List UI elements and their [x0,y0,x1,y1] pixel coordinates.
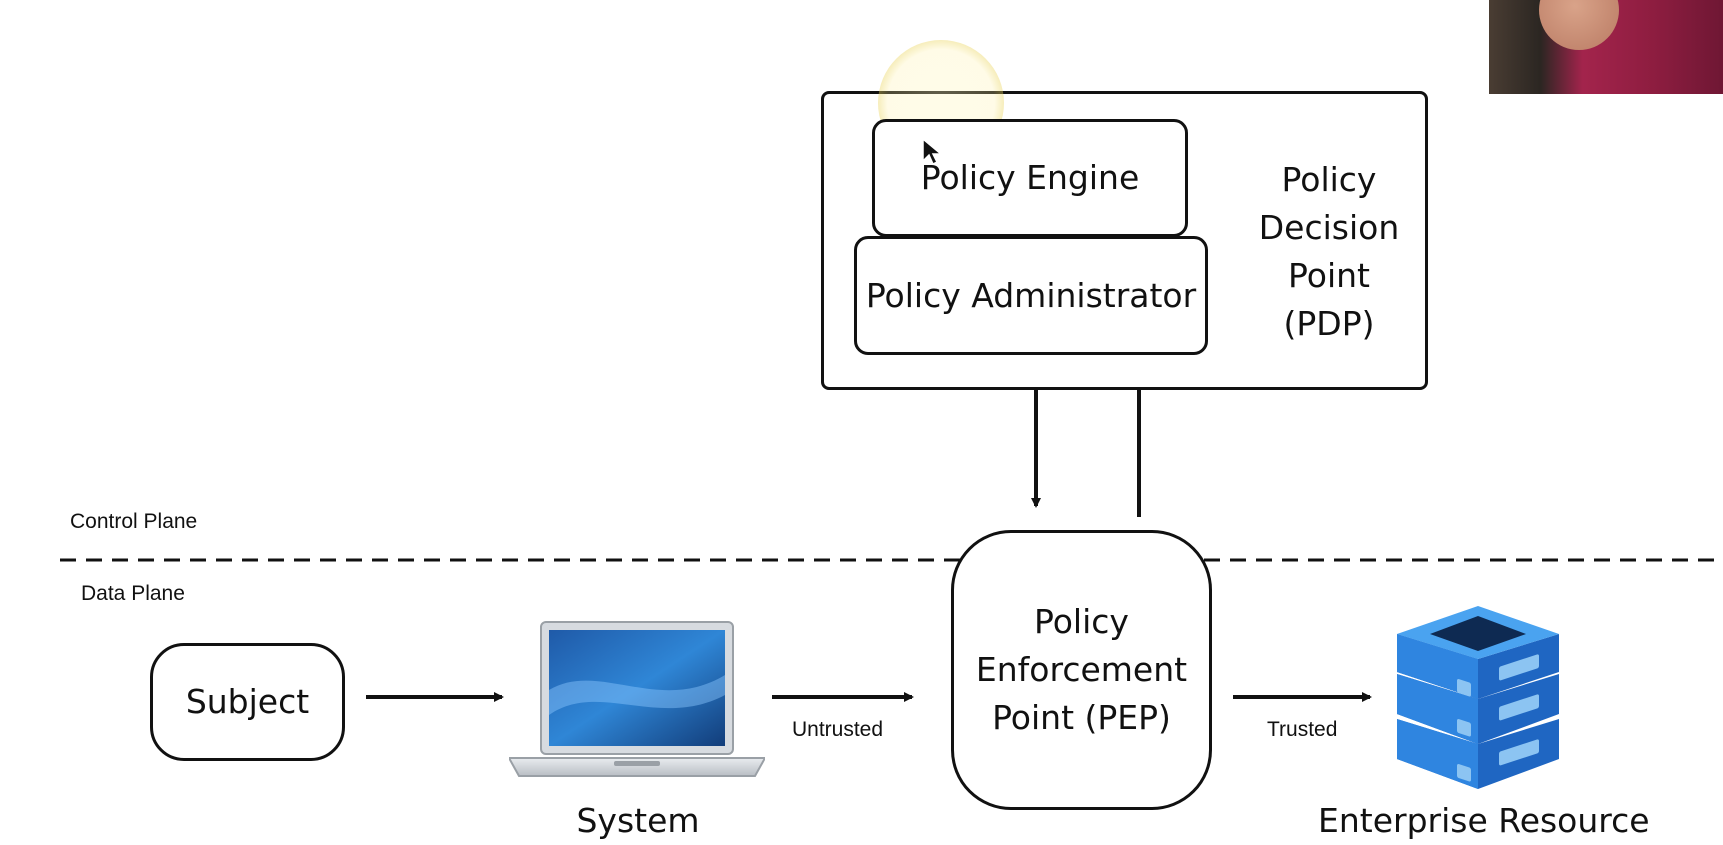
trusted-label: Trusted [1267,718,1338,741]
cursor-arrow-icon [922,137,944,166]
pdp-label-line-2: Decision [1258,207,1400,247]
pep-label-line-1: Policy [1034,602,1129,642]
pep-label-line-2: Enforcement [975,650,1188,690]
control-plane-label: Control Plane [70,510,198,533]
policy-administrator-label: Policy Administrator [865,275,1197,315]
policy-engine-box: Policy Engine [872,119,1188,237]
policy-enforcement-point-box: Policy Enforcement Point (PEP) [951,530,1212,810]
subject-label: Subject [185,682,310,722]
policy-administrator-box: Policy Administrator [854,236,1208,355]
connectors-layer [60,362,1723,702]
data-plane-label: Data Plane [81,582,185,605]
subject-box: Subject [150,643,345,761]
system-label: System [576,801,700,840]
enterprise-resource-label: Enterprise Resource [1318,801,1650,840]
untrusted-label: Untrusted [792,718,884,741]
pep-label-line-3: Point (PEP) [992,697,1171,737]
pdp-label-line-1: Policy [1281,160,1377,199]
database-server-icon [1397,606,1559,789]
laptop-icon [509,621,765,777]
pdp-label-line-3: Point [1288,255,1370,295]
policy-engine-label: Policy Engine [920,158,1140,198]
presenter-webcam-overlay [1489,0,1723,94]
pdp-label-line-4: (PDP) [1283,303,1375,343]
presenter-face [1539,0,1619,50]
zero-trust-diagram: Control Plane Data Plane Policy Decision… [60,0,1723,840]
